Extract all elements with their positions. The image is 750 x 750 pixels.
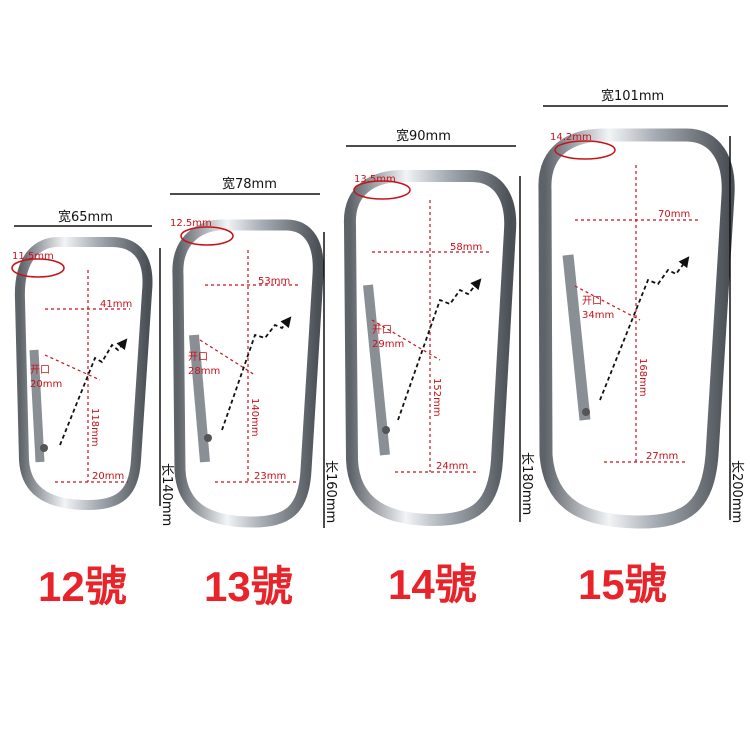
dims-13 — [170, 193, 325, 528]
inner-length-label-15: 168mm — [637, 358, 648, 397]
carabiner-14-body — [343, 170, 517, 527]
carabiner-12-gate — [29, 349, 45, 463]
carabiner-12-body — [14, 237, 153, 511]
size-label-13: 13號 — [204, 563, 293, 610]
gate-label-15: 开口 — [582, 296, 602, 307]
dims-15 — [543, 105, 731, 520]
width-label-13: 宽78mm — [222, 176, 277, 192]
carabiner-13-body — [172, 219, 324, 528]
bottom-label-13: 23mm — [254, 471, 286, 482]
length-label-15: 长200mm — [729, 460, 744, 523]
gate-label-14: 开口 — [372, 325, 392, 336]
inner-width-label-12: 41mm — [100, 299, 132, 310]
carabiner-15-body — [538, 128, 735, 529]
inner-width-label-13: 53mm — [258, 276, 290, 287]
eye-label-13: 12.5mm — [170, 218, 212, 229]
inner-length-label-13: 140mm — [249, 398, 260, 437]
length-label-13: 长160mm — [323, 460, 338, 523]
width-label-14: 宽90mm — [396, 128, 451, 144]
dims-12 — [11, 225, 161, 506]
inner-length-label-12: 118mm — [89, 408, 100, 447]
eye-label-12: 11.5mm — [12, 251, 54, 262]
carabiner-12 — [14, 237, 153, 511]
gate-label-12: 开口 — [30, 365, 50, 376]
eye-label-15: 14.2mm — [550, 132, 592, 143]
carabiner-14-rivet — [382, 426, 390, 434]
carabiner-13 — [172, 219, 324, 528]
gate-size-12: 20mm — [30, 379, 62, 390]
length-label-12: 长140mm — [159, 463, 174, 526]
carabiner-13-gate — [189, 334, 210, 463]
inner-width-label-15: 70mm — [658, 209, 690, 220]
carabiner-14 — [343, 170, 517, 527]
gate-size-15: 34mm — [582, 310, 614, 321]
carabiner-15 — [538, 128, 735, 529]
width-label-12: 宽65mm — [58, 209, 113, 225]
gate-size-13: 28mm — [188, 366, 220, 377]
gate-size-14: 29mm — [372, 339, 404, 350]
gate-label-13: 开口 — [188, 352, 208, 363]
carabiner-14-gate — [363, 284, 390, 456]
bottom-label-15: 27mm — [646, 451, 678, 462]
size-label-12: 12號 — [38, 563, 127, 610]
length-label-14: 长180mm — [519, 452, 534, 515]
carabiner-12-rivet — [40, 444, 48, 452]
size-label-15: 15號 — [578, 561, 667, 608]
dims-14 — [346, 145, 521, 522]
carabiner-15-gate — [562, 254, 591, 421]
size-label-14: 14號 — [388, 561, 477, 608]
carabiner-15-rivet — [582, 408, 590, 416]
bottom-label-14: 24mm — [436, 461, 468, 472]
eye-label-14: 13.5mm — [354, 174, 396, 185]
bottom-label-12: 20mm — [92, 471, 124, 482]
inner-length-label-14: 152mm — [431, 378, 442, 417]
width-label-15: 宽101mm — [601, 88, 664, 104]
inner-width-label-14: 58mm — [450, 242, 482, 253]
carabiner-13-rivet — [204, 434, 212, 442]
